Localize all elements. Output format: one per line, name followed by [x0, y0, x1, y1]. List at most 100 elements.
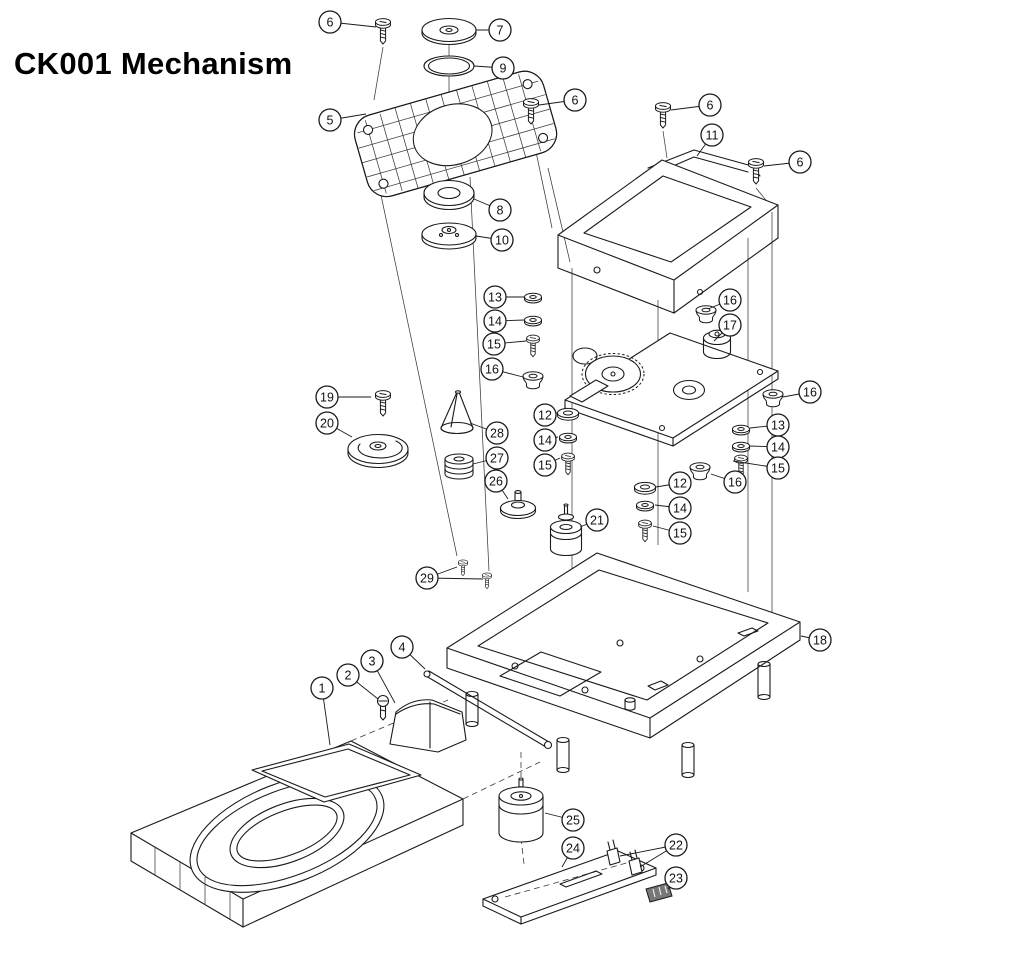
callout-7 [488, 18, 512, 42]
callout-number: 4 [399, 641, 406, 655]
callout-16 [798, 380, 822, 404]
part-bracket [389, 699, 467, 753]
callout-number: 7 [497, 24, 504, 38]
callout-number: 19 [320, 391, 334, 405]
callout-6 [698, 93, 722, 117]
callout-number: 25 [566, 814, 580, 828]
callout-number: 14 [488, 315, 502, 329]
callout-25 [561, 808, 585, 832]
callout-14 [668, 496, 692, 520]
callout-24 [561, 836, 585, 860]
callout-26 [484, 469, 508, 493]
part-clamper-magnet [423, 179, 475, 211]
callout-number: 6 [797, 156, 804, 170]
part-disc-tray [130, 740, 464, 928]
callout-number: 29 [420, 572, 434, 586]
callout-number: 15 [538, 459, 552, 473]
callout-number: 28 [490, 427, 504, 441]
part-pulley-disc [499, 490, 537, 520]
callout-15 [766, 456, 790, 480]
callout-number: 20 [320, 417, 334, 431]
callout-8 [488, 198, 512, 222]
callout-number: 14 [771, 441, 785, 455]
callout-number: 5 [327, 114, 334, 128]
part-chassis [446, 552, 801, 779]
part-screw-2 [376, 694, 390, 721]
callout-21 [585, 508, 609, 532]
callout-number: 24 [566, 842, 580, 856]
callout-number: 14 [673, 502, 687, 516]
part-switch-pcb [482, 850, 657, 925]
small-screws [458, 559, 492, 589]
callout-22 [664, 833, 688, 857]
part-spindle-motor [549, 503, 583, 557]
part-switches [606, 839, 643, 876]
callout-number: 12 [673, 477, 687, 491]
part-ring [423, 55, 475, 77]
callout-27 [485, 446, 509, 470]
part-screw-19 [375, 390, 391, 417]
callout-14 [483, 309, 507, 333]
callout-13 [483, 285, 507, 309]
callout-number: 8 [497, 204, 504, 218]
callout-number: 21 [590, 514, 604, 528]
callout-14 [533, 428, 557, 452]
callout-2 [336, 663, 360, 687]
callout-number: 1 [319, 682, 326, 696]
callout-number: 23 [669, 872, 683, 886]
callout-12 [668, 471, 692, 495]
callout-19 [315, 385, 339, 409]
callout-number: 6 [572, 94, 579, 108]
callout-number: 13 [488, 291, 502, 305]
callout-number: 15 [487, 338, 501, 352]
callout-6 [318, 10, 342, 34]
callout-16 [723, 470, 747, 494]
part-loading-motor [498, 777, 544, 843]
callout-number: 14 [538, 434, 552, 448]
callout-number: 13 [771, 419, 785, 433]
part-turntable [421, 222, 477, 250]
callout-number: 15 [673, 527, 687, 541]
part-traverse-assembly [564, 329, 779, 447]
callout-number: 16 [803, 386, 817, 400]
callout-15 [533, 453, 557, 477]
part-roller [444, 453, 474, 480]
callout-29 [415, 566, 439, 590]
callout-3 [360, 649, 384, 673]
callout-number: 2 [345, 669, 352, 683]
callout-1 [310, 676, 334, 700]
diagram-title: CK001 Mechanism [14, 46, 293, 81]
callout-15 [482, 332, 506, 356]
callout-number: 18 [813, 634, 827, 648]
callout-number: 22 [669, 839, 683, 853]
part-cone [440, 390, 474, 435]
callout-number: 16 [485, 363, 499, 377]
callout-12 [533, 403, 557, 427]
callout-18 [808, 628, 832, 652]
part-clamper-plate [353, 70, 558, 198]
callout-23 [664, 866, 688, 890]
callout-15 [668, 521, 692, 545]
callout-28 [485, 421, 509, 445]
part-guide-shaft [423, 670, 553, 750]
callout-number: 27 [490, 452, 504, 466]
callout-number: 10 [495, 234, 509, 248]
callout-number: 17 [723, 319, 737, 333]
callout-5 [318, 108, 342, 132]
callout-10 [490, 228, 514, 252]
callout-number: 15 [771, 462, 785, 476]
callout-number: 12 [538, 409, 552, 423]
callout-number: 6 [707, 99, 714, 113]
part-damper-disc [347, 433, 409, 469]
callout-16 [480, 357, 504, 381]
callout-number: 26 [489, 475, 503, 489]
callout-11 [700, 123, 724, 147]
callout-number: 16 [723, 294, 737, 308]
callout-6 [563, 88, 587, 112]
part-connector [645, 882, 673, 903]
callout-20 [315, 411, 339, 435]
callout-number: 16 [728, 476, 742, 490]
